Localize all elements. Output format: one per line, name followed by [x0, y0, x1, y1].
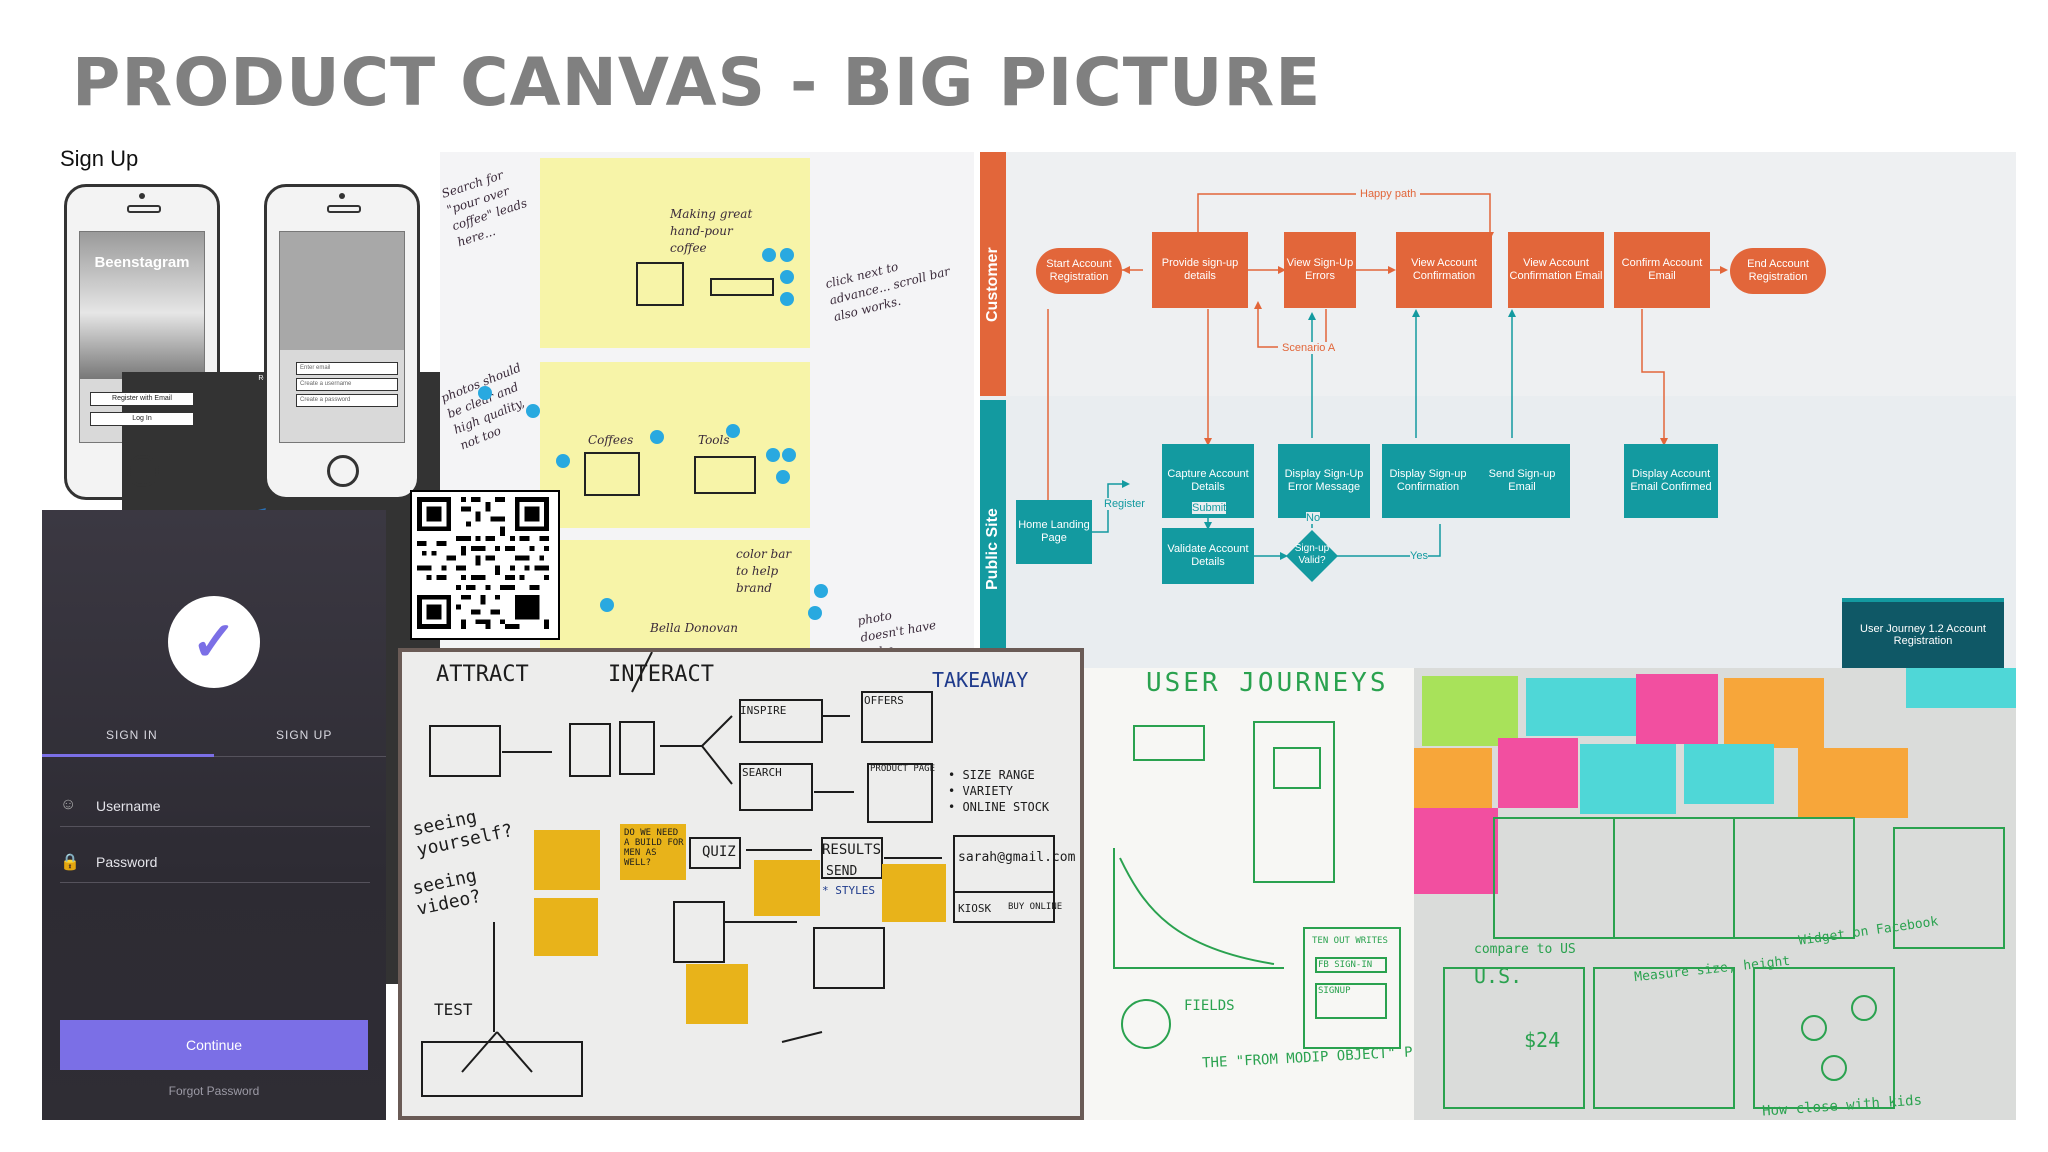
username-field[interactable]: Create a username	[296, 378, 398, 391]
sticky-sheet: Coffees Tools	[540, 362, 810, 528]
tools-label: Tools	[698, 433, 730, 447]
lock-icon: 🔒	[60, 854, 80, 871]
label-scenario-a: Scenario A	[1278, 342, 1340, 354]
label-submit: Submit	[1192, 502, 1227, 514]
node-view-errors: View Sign-Up Errors	[1284, 232, 1356, 308]
flow-connectors	[1044, 193, 1728, 582]
user-icon: ☺	[60, 796, 77, 813]
margin-note: Search for "pour over coffee" leads here…	[440, 167, 529, 250]
brand-name: Beenstagram	[94, 254, 190, 271]
node-end-registration: End Account Registration	[1730, 248, 1826, 294]
user-journey-flowchart: Customer Public Site	[980, 152, 2016, 668]
wall-sketches	[1443, 817, 2005, 1109]
node-start-registration: Start Account Registration	[1036, 248, 1122, 294]
user-journeys-photo: USER JOURNEYS FIELDS TEN OUT WRITES FB S…	[1084, 668, 1414, 1120]
home-button-icon	[127, 455, 159, 487]
node-provide-details: Provide sign-up details	[1152, 232, 1248, 308]
phone-mockup-welcome: Beenstagram Register with Facebook Regis…	[64, 184, 468, 984]
tab-sign-in[interactable]: SIGN IN	[106, 728, 158, 742]
label-yes: Yes	[1410, 550, 1428, 562]
username-label: Username	[96, 798, 161, 814]
continue-button[interactable]: Continue	[60, 1020, 368, 1070]
node-email-confirmed: Display Account Email Confirmed	[1624, 444, 1718, 518]
qr-code-icon	[410, 490, 560, 640]
next-button-sketch	[710, 278, 774, 296]
register-email-button[interactable]: Register with Email	[90, 392, 194, 406]
product-sketch	[584, 452, 640, 496]
page-title: PRODUCT CANVAS - BIG PICTURE	[72, 44, 1322, 121]
node-display-confirmation: Display Sign-up Confirmation	[1382, 444, 1474, 518]
node-view-confirmation: View Account Confirmation	[1396, 232, 1492, 308]
node-confirm-email: Confirm Account Email	[1614, 232, 1710, 308]
checkmark-icon: ✓	[168, 596, 260, 688]
post-it-wall-photo: Measure size, height How close with kids…	[1414, 668, 2016, 1120]
home-button-icon	[327, 455, 359, 487]
column-takeaway: TAKEAWAY	[932, 668, 1029, 692]
tab-divider	[42, 756, 386, 757]
coffees-label: Coffees	[588, 433, 634, 447]
lane-public-site: Public Site	[980, 400, 1006, 668]
email-field[interactable]: Enter email	[296, 362, 398, 375]
username-input[interactable]: ☺ Username	[60, 786, 370, 827]
label-happy-path: Happy path	[1356, 188, 1421, 200]
brand-label: Bella Donovan	[650, 621, 739, 635]
node-display-error: Display Sign-Up Error Message	[1278, 444, 1370, 518]
node-home-landing: Home Landing Page	[1016, 500, 1092, 564]
node-send-email: Send Sign-up Email	[1474, 444, 1570, 518]
whiteboard-photo: ATTRACT INTERACT TAKEAWAY INSPIRE OFFERS…	[398, 648, 1084, 1120]
password-field[interactable]: Create a password	[296, 394, 398, 407]
sketch-note: color bar to help brand	[736, 547, 792, 595]
tab-sign-up[interactable]: SIGN UP	[276, 728, 333, 742]
phone-mockup-register: Enter email Create a username Create a p…	[264, 184, 420, 500]
kettle-sketch	[636, 262, 684, 306]
margin-note: photo doesn't have to be	[856, 608, 938, 652]
node-validate-details: Validate Account Details	[1162, 528, 1254, 584]
lane-customer: Customer	[980, 152, 1006, 396]
label-no: No	[1306, 512, 1321, 524]
margin-note: click next to advance... scroll bar also…	[824, 259, 952, 325]
column-interact: INTERACT	[608, 662, 714, 687]
sticky-sheet: Bella Donovan color bar to help brand	[540, 540, 810, 652]
journeys-title: USER JOURNEYS	[1146, 668, 1389, 698]
password-input[interactable]: 🔒 Password	[60, 842, 370, 883]
decision-valid: Sign-up Valid?	[1294, 543, 1330, 566]
label-register: Register	[1104, 498, 1145, 510]
product-sketch	[694, 456, 756, 494]
journey-id-box: User Journey 1.2 Account Registration	[1842, 598, 2004, 668]
mobile-signin-screen: ✓ SIGN IN SIGN UP ☺ Username 🔒 Password …	[42, 510, 386, 1120]
node-view-confirmation-email: View Account Confirmation Email	[1508, 232, 1604, 308]
journey-sketches	[1113, 721, 1401, 1049]
whiteboard-sketches	[421, 652, 1055, 1097]
sketch-note: Making great hand-pour coffee	[670, 207, 753, 255]
active-tab-indicator	[42, 754, 214, 757]
column-attract: ATTRACT	[436, 662, 529, 687]
forgot-password-link[interactable]: Forgot Password	[168, 1084, 260, 1098]
sticky-question: DO WE NEED A BUILD FOR MEN AS WELL?	[624, 828, 684, 868]
login-button[interactable]: Log In	[90, 412, 194, 426]
sign-up-wireframe: Sign Up Beenstagram Register with Facebo…	[60, 140, 468, 984]
password-label: Password	[96, 854, 158, 870]
wireframe-title: Sign Up	[60, 146, 139, 171]
